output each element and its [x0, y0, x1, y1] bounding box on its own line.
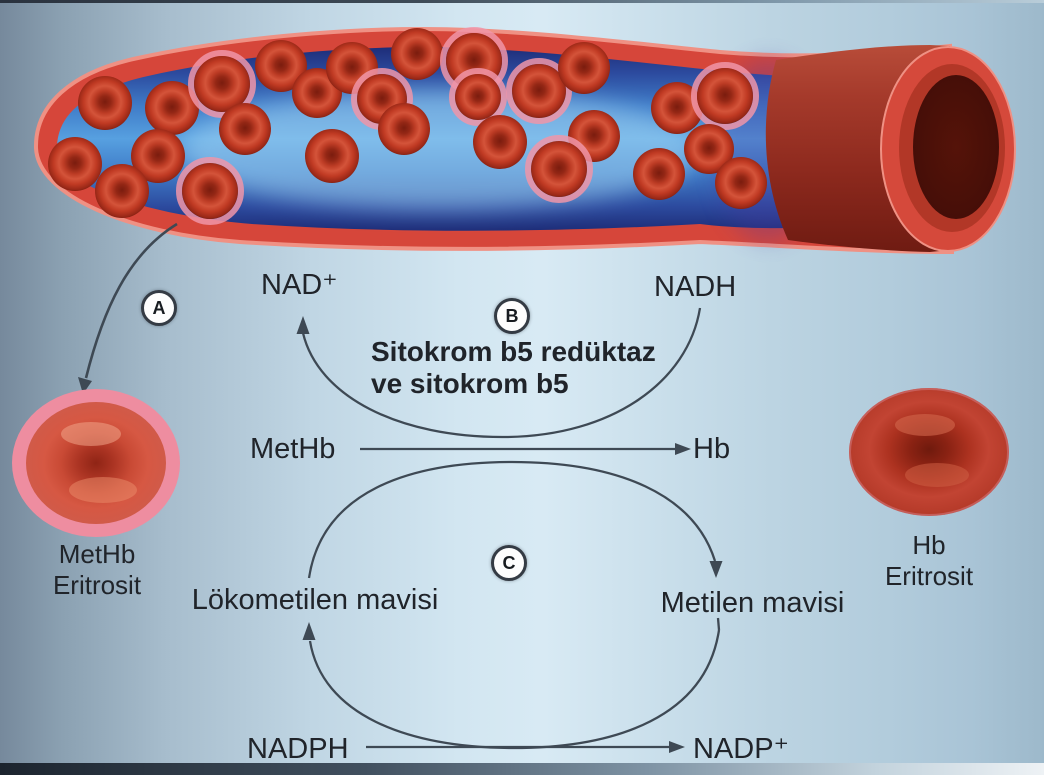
red-blood-cell: [512, 64, 566, 118]
vessel-mouth-hole: [913, 75, 999, 219]
rbc-methb-halo: [506, 58, 572, 124]
arc-c-lower: [308, 629, 721, 750]
red-blood-cell: [558, 42, 610, 94]
connector-metilen: [716, 617, 721, 631]
arc-c-upper: [307, 460, 717, 579]
pathway-arrows: [78, 222, 723, 753]
caption-methb-line2: Eritrosit: [52, 570, 142, 600]
label-enzyme-line2: ve sitokrom b5: [371, 368, 569, 399]
caption-methb-eritrosit: MetHb Eritrosit: [8, 539, 186, 601]
red-blood-cell: [145, 81, 199, 135]
red-blood-cell: [219, 103, 271, 155]
arc-c-lower-head: [302, 622, 316, 640]
arrow-a-curve: [84, 222, 178, 379]
red-blood-cell: [684, 124, 734, 174]
image-bottom-border: [0, 763, 1044, 775]
red-blood-cell: [78, 76, 132, 130]
red-blood-cell: [715, 157, 767, 209]
red-blood-cell: [95, 164, 149, 218]
red-blood-cell: [305, 129, 359, 183]
hb-cell-highlight-bottom: [905, 463, 969, 487]
red-blood-cell: [182, 163, 238, 219]
label-nadph: NADPH: [247, 733, 349, 765]
badge-step-b: B: [494, 298, 530, 334]
vessel-red-blood-cells: [48, 27, 767, 225]
red-blood-cell: [531, 141, 587, 197]
caption-hb-eritrosit: Hb Eritrosit: [843, 530, 1015, 592]
badge-step-c: C: [491, 545, 527, 581]
red-blood-cell: [194, 56, 250, 112]
arrow-methb-hb-head: [675, 443, 691, 455]
methb-erythrocyte-image: [12, 389, 180, 537]
hb-erythrocyte-image: [849, 388, 1009, 516]
red-blood-cell: [455, 74, 501, 120]
methb-cell-highlight-bottom: [69, 477, 137, 503]
label-nad-plus: NAD⁺: [261, 269, 338, 301]
red-blood-cell: [255, 40, 307, 92]
label-nadp-plus: NADP⁺: [693, 733, 789, 765]
arc-c-upper-head: [709, 561, 723, 578]
badge-step-a: A: [141, 290, 177, 326]
red-blood-cell: [391, 28, 443, 80]
blood-vessel-illustration: [33, 27, 1016, 255]
label-methb-node: MetHb: [250, 433, 336, 465]
label-enzyme-line1: Sitokrom b5 redüktaz: [371, 336, 656, 367]
caption-methb-line1: MetHb: [58, 539, 136, 569]
rbc-methb-halo: [449, 68, 507, 126]
red-blood-cell: [633, 148, 685, 200]
label-leukomethylene-blue: Lökometilen mavisi: [191, 584, 439, 616]
hb-cell-highlight-top: [895, 414, 955, 436]
rbc-methb-halo: [691, 62, 759, 130]
rbc-methb-halo: [525, 135, 593, 203]
hb-cell-edge: [849, 388, 1009, 516]
red-blood-cell: [697, 68, 753, 124]
red-blood-cell: [473, 115, 527, 169]
arrow-a-head: [78, 377, 92, 394]
methb-cell-body: [26, 402, 166, 524]
methb-cell-highlight-top: [61, 422, 121, 446]
red-blood-cell: [48, 137, 102, 191]
red-blood-cell: [131, 129, 185, 183]
red-blood-cell: [651, 82, 703, 134]
arc-b-cycle: [301, 307, 702, 439]
rbc-methb-halo: [176, 157, 244, 225]
caption-hb-line1: Hb: [912, 530, 946, 560]
arc-b-head: [296, 316, 310, 334]
label-hb-node: Hb: [693, 433, 731, 465]
caption-hb-line2: Eritrosit: [884, 561, 974, 591]
rbc-methb-halo: [188, 50, 256, 118]
arrow-nadph-nadp-head: [669, 741, 685, 753]
label-nadh: NADH: [654, 271, 737, 303]
image-top-border: [0, 0, 1044, 3]
label-methylene-blue: Metilen mavisi: [660, 587, 845, 619]
hb-cell-body: [849, 388, 1009, 516]
red-blood-cell: [378, 103, 430, 155]
